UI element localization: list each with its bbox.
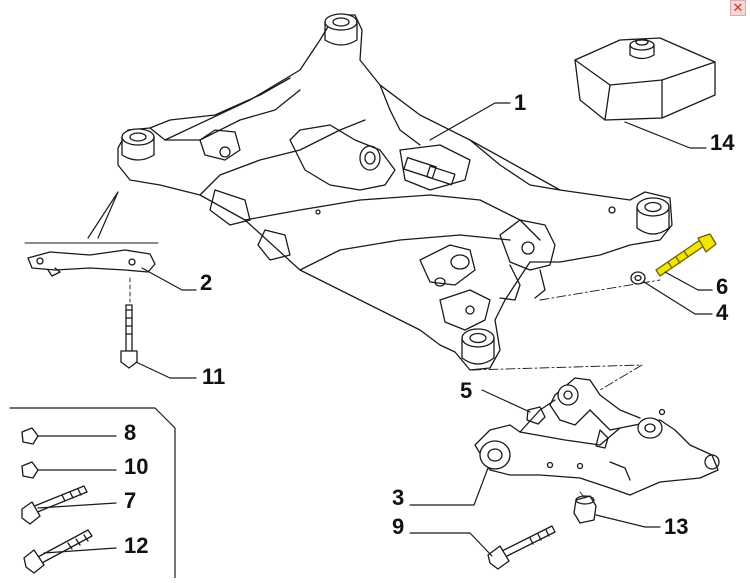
callout-13: 13 [664,514,689,539]
callout-12: 12 [124,533,149,558]
callout-14: 14 [710,130,735,155]
subframe-part[interactable] [117,13,673,371]
hardware-box [9,407,176,579]
close-icon[interactable]: ✕ [730,0,746,16]
callout-3: 3 [392,485,405,510]
callout-11: 11 [202,364,226,389]
callout-5: 5 [460,378,473,403]
leader-lines [24,102,713,557]
callout-9: 9 [392,514,405,539]
nut-8-part[interactable] [21,427,39,445]
assembly-lines [471,279,661,499]
callout-6: 6 [716,274,729,299]
washer-4-part[interactable] [630,271,646,285]
bolt-11-part[interactable] [120,304,138,369]
bolt-6-part[interactable] [655,233,717,277]
control-arm-part[interactable] [474,377,720,496]
callout-7: 7 [124,488,137,513]
callout-1: 1 [514,90,527,115]
callout-8: 8 [124,420,137,445]
callout-4: 4 [716,300,729,325]
bolt-12-part[interactable] [23,529,93,574]
bolt-7-part[interactable] [21,485,88,525]
bushing-13-part[interactable] [573,495,597,524]
bump-stop-part[interactable] [574,37,716,121]
bolt-9-part[interactable] [487,525,556,570]
plate-part[interactable] [27,249,156,277]
callout-10: 10 [124,454,149,479]
nut-10-part[interactable] [21,461,39,479]
callout-2: 2 [200,270,213,295]
